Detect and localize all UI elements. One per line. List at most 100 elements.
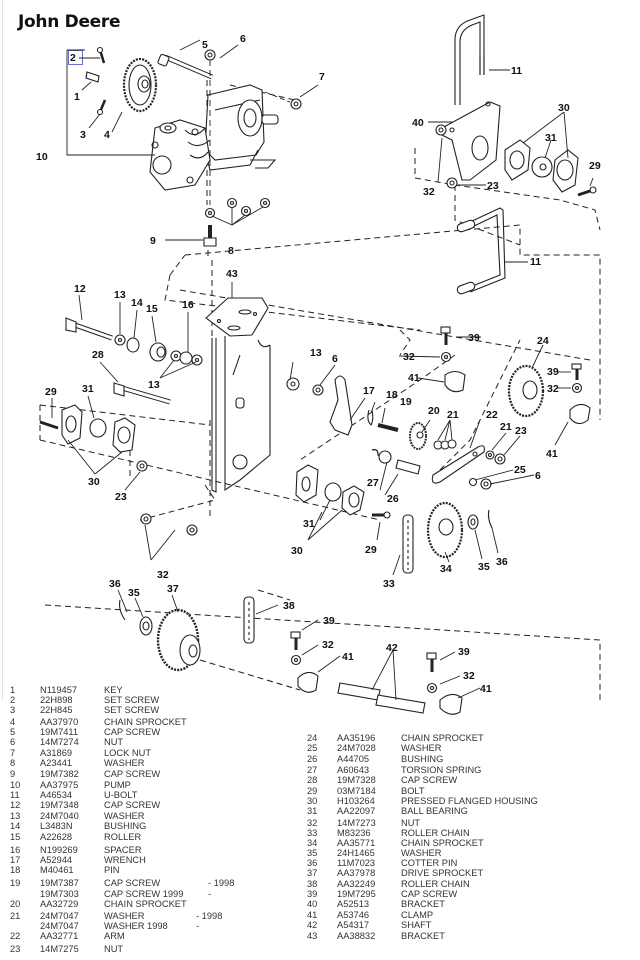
part-number: A22628 [40,831,73,842]
callout-9: 9 [150,235,156,247]
part-description: CAP SCREW [401,888,458,899]
item-number: 35 [307,848,318,859]
item-number: 8 [10,758,16,769]
parts-row: 42 A54317 SHAFT [307,920,607,930]
callout-21: 21 [447,409,459,421]
part-number: AA38832 [337,930,376,941]
part-number: A46534 [40,789,73,800]
leader-lines-upper-right [428,69,594,263]
bracket-40 [435,101,597,197]
exploded-parts-diagram: 2 1 3 4 5 6 7 10 9 8 11 40 30 31 29 32 2… [36,14,601,715]
item-number: 42 [307,920,318,931]
callout-33: 33 [383,578,395,590]
item-number: 12 [10,800,21,811]
year-note: - [196,921,200,932]
part-description: COTTER PIN [401,858,458,869]
callout-35: 35 [128,587,140,599]
callout-18: 18 [386,389,398,401]
part-description: SET SCREW [104,705,160,716]
leader-lines-right [144,336,571,576]
leader-lines-lower [117,589,481,701]
part-description: NUT [104,943,124,954]
part-number: AA37978 [337,868,376,879]
part-description: CAP SCREW [104,878,161,889]
callout-19: 19 [400,396,412,408]
page-left-border [2,0,3,700]
item-number: 33 [307,827,318,838]
part-number: 14M7273 [337,817,376,828]
leader-lines-middle-left [51,282,233,491]
leader-lines-pump [66,39,319,241]
part-description: SHAFT [401,920,432,931]
part-description: WASHER [104,758,145,769]
item-number: 2 [10,695,16,706]
callout-30: 30 [291,545,303,557]
part-description: NUT [104,736,124,747]
part-description: CAP SCREW [401,774,458,785]
part-number: A60643 [337,764,370,775]
item-number: 28 [307,774,318,785]
callout-41: 41 [408,372,420,384]
item-number: 21 [10,910,21,921]
item-number: 1 [10,685,16,695]
callout-31: 31 [82,383,94,395]
part-number: 19M7387 [40,878,79,889]
part-number: 19M7303 [40,888,79,899]
part-number: 03M7184 [337,785,376,796]
part-number: AA37970 [40,716,79,727]
item-number: 9 [10,768,16,779]
item-number: 7 [10,748,16,759]
item-number: 14 [10,821,21,832]
callout-41: 41 [342,651,354,663]
item-number: 4 [10,716,16,727]
callout-1: 1 [74,91,80,103]
part-description: ROLLER [104,831,142,842]
part-description: LOCK NUT [104,748,152,759]
part-number: AA35196 [337,733,376,743]
part-number: A53746 [337,910,370,921]
part-description: CAP SCREW [104,726,161,737]
item-number: 27 [307,764,318,775]
callout-17: 17 [363,385,375,397]
part-number: L3483N [40,821,73,832]
callout-23: 23 [115,491,127,503]
part-number: A54317 [337,920,370,931]
item-number: 16 [10,844,21,855]
part-number: M83236 [337,827,371,838]
callout-8: 8 [228,245,234,257]
item-number: 6 [10,736,16,747]
callout-7: 7 [319,71,325,83]
part-description: CAP SCREW [104,768,161,779]
item-number: 23 [10,943,21,954]
part-description: CAP SCREW 1999 [104,888,184,899]
part-number: 19M7348 [40,800,79,811]
item-number: 10 [10,779,21,790]
part-number: A52944 [40,855,73,865]
part-number: 24M7047 [40,910,79,921]
item-number: 25 [307,743,318,754]
u-bolt-lower [456,207,506,295]
callout-13: 13 [310,347,322,359]
left-bearing-group [39,404,148,472]
part-number: AA22097 [337,806,376,817]
callout-5: 5 [202,39,208,51]
item-number: 36 [307,858,318,869]
